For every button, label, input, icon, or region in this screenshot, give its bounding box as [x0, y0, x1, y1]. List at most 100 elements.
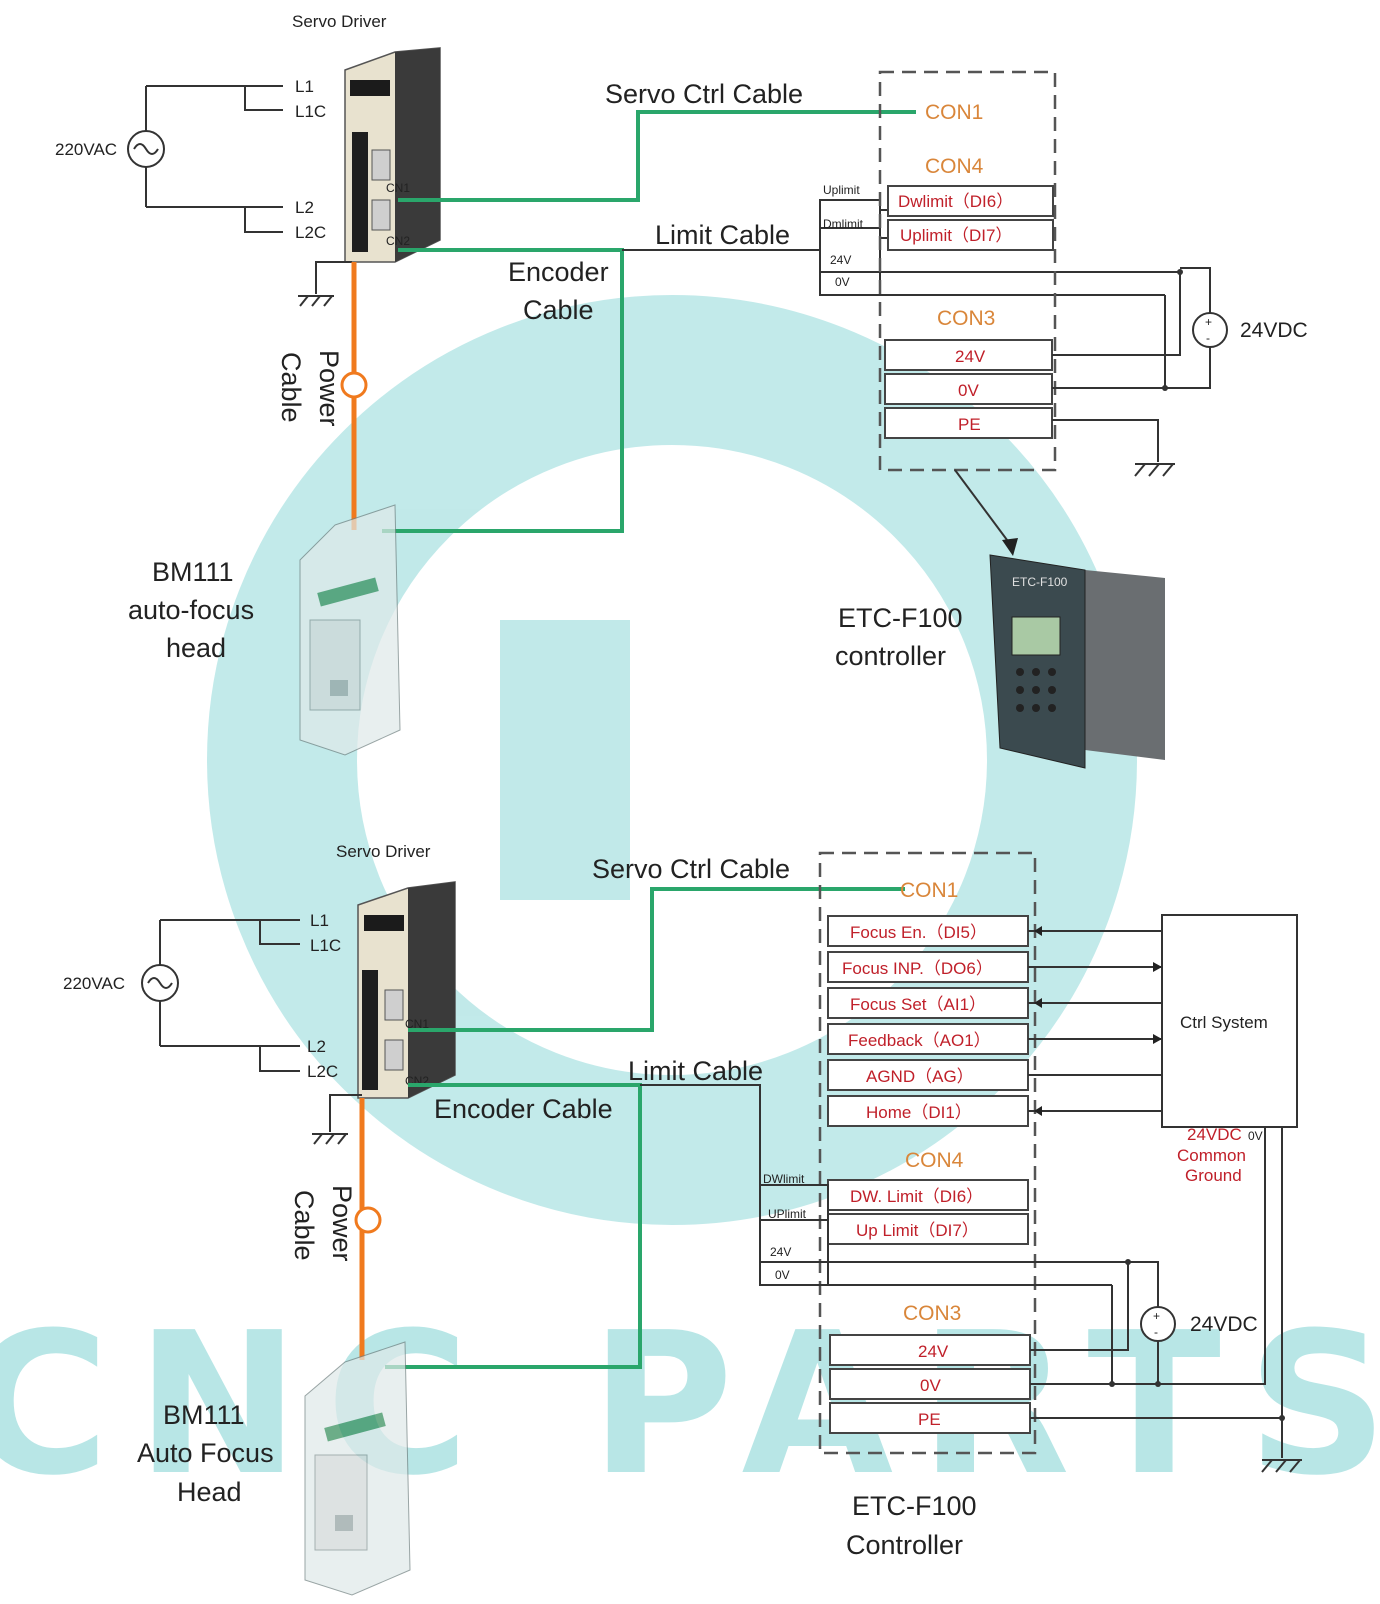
bottom-autofocus-head-icon — [304, 1341, 411, 1596]
bottom-con4-label: CON4 — [905, 1149, 964, 1172]
bottom-ctrl-system-label: Ctrl System — [1180, 1013, 1268, 1032]
top-controller-label-2: controller — [835, 641, 946, 671]
top-wire-dmlimit: Dmlimit — [823, 217, 864, 231]
top-servo-driver-icon: CN1 CN2 — [344, 47, 441, 263]
top-head-label-2: auto-focus — [128, 595, 254, 625]
top-terminal-l1c: L1C — [295, 102, 326, 121]
top-port-cn1: CN1 — [386, 181, 410, 195]
top-con3-terminal-0v: 0V — [958, 381, 979, 400]
bottom-limit-cable-label: Limit Cable — [628, 1056, 763, 1086]
bottom-terminal-l1c: L1C — [310, 936, 341, 955]
top-dc-supply: + - 24VDC — [1052, 267, 1308, 391]
top-wire-0v: 0V — [835, 275, 850, 289]
top-terminal-l2: L2 — [295, 198, 314, 217]
bottom-common-ground-0v: 0V — [1248, 1129, 1263, 1143]
bottom-con1-terminal-focus-en: Focus En.（DI5） — [850, 923, 987, 942]
bottom-con4-terminal-uplimit: Up Limit（DI7） — [856, 1221, 979, 1240]
top-terminal-l2c: L2C — [295, 223, 326, 242]
bottom-con4-terminal-dwlimit: DW. Limit（DI6） — [850, 1187, 983, 1206]
top-con4-terminal-uplimit: Uplimit（DI7） — [900, 226, 1012, 245]
top-autofocus-head-icon — [299, 504, 401, 756]
bottom-encoder-cable-label: Encoder Cable — [434, 1094, 613, 1124]
top-arrow-icon — [1002, 538, 1018, 556]
top-terminal-l1: L1 — [295, 77, 314, 96]
top-controller-terminal-box — [878, 70, 1057, 472]
top-con3-terminal-24v: 24V — [955, 347, 986, 366]
top-ac-source-label: 220VAC — [55, 140, 117, 159]
top-servo-ctrl-cable-line — [398, 110, 916, 202]
top-dc-source-label: 24VDC — [1240, 319, 1308, 342]
bottom-dc-source-icon — [1140, 1306, 1176, 1342]
top-controller-device-icon: ETC-F100 — [989, 554, 1165, 769]
bottom-power-cable-label-2: Cable — [289, 1190, 319, 1261]
bottom-wire-0v: 0V — [775, 1268, 790, 1282]
top-servo-title: Servo Driver — [292, 12, 387, 31]
bottom-head-label-3: Head — [177, 1477, 242, 1507]
top-con4-label: CON4 — [925, 155, 984, 178]
bottom-port-cn1: CN1 — [405, 1017, 429, 1031]
bottom-wire-24v: 24V — [770, 1245, 791, 1259]
bottom-head-label-2: Auto Focus — [137, 1438, 274, 1468]
top-port-cn2: CN2 — [386, 234, 410, 248]
bottom-con1-terminal-focus-inp: Focus INP.（DO6） — [842, 959, 993, 978]
top-power-cable-ferrite-icon — [340, 371, 368, 399]
bottom-con3-terminal-24v: 24V — [918, 1342, 949, 1361]
top-section: Servo Driver 220VAC L1 L1C L2 L2C — [55, 12, 1308, 769]
bottom-dc-source-label: 24VDC — [1190, 1313, 1258, 1336]
bottom-con1-terminal-agnd: AGND（AG） — [866, 1067, 974, 1086]
bottom-power-cable-label-1: Power — [327, 1185, 357, 1262]
svg-text:+: + — [1153, 1309, 1160, 1323]
bottom-servo-driver-icon: CN1 CN2 — [357, 881, 456, 1099]
bottom-controller-label-2: Controller — [846, 1530, 963, 1560]
top-power-cable-label-2: Cable — [276, 352, 306, 423]
top-limit-cable-label: Limit Cable — [655, 220, 790, 250]
top-con1-label: CON1 — [925, 101, 983, 124]
svg-text:+: + — [1205, 315, 1212, 329]
top-encoder-cable-line — [382, 248, 624, 533]
bottom-wire-dwlimit: DWlimit — [763, 1172, 805, 1186]
top-power-cable-label-1: Power — [314, 350, 344, 427]
bottom-section: Servo Driver 220VAC L1 L1C L2 L2C CN1 — [63, 842, 1302, 1596]
bottom-wire-uplimit: UPlimit — [768, 1207, 807, 1221]
bottom-power-cable-ferrite-icon — [354, 1206, 382, 1234]
top-encoder-cable-label-1: Encoder — [508, 257, 609, 287]
bottom-terminal-l1: L1 — [310, 911, 329, 930]
bottom-ac-supply: 220VAC L1 L1C L2 L2C — [63, 911, 341, 1081]
bottom-common-ground-label-1: 24VDC — [1187, 1125, 1242, 1144]
bottom-servo-ctrl-cable-line — [408, 887, 905, 1032]
top-wire-uplimit: Uplimit — [823, 183, 860, 197]
top-controller-label-1: ETC-F100 — [838, 603, 963, 633]
bottom-driver-ground-icon — [312, 1094, 362, 1145]
watermark-bar — [500, 620, 630, 900]
bottom-common-ground-label-2: Common — [1177, 1146, 1246, 1165]
top-con3-terminal-pe: PE — [958, 415, 981, 434]
svg-text:-: - — [1206, 331, 1210, 345]
top-con3-label: CON3 — [937, 307, 995, 330]
bottom-con1-terminals: Focus En.（DI5） Focus INP.（DO6） Focus Set… — [827, 915, 1029, 1127]
bottom-con1-terminal-home: Home（DI1） — [866, 1103, 972, 1122]
bottom-con3-terminal-0v: 0V — [920, 1376, 941, 1395]
bottom-ac-source-label: 220VAC — [63, 974, 125, 993]
bottom-encoder-cable-line — [385, 1083, 642, 1369]
bottom-servo-title: Servo Driver — [336, 842, 431, 861]
bottom-con3-terminal-pe: PE — [918, 1410, 941, 1429]
bottom-dc-supply: + - 24VDC — [1030, 1127, 1285, 1421]
bottom-limit-cable-line — [640, 1084, 761, 1185]
top-driver-ground-icon — [298, 261, 352, 307]
svg-text:-: - — [1154, 1325, 1158, 1339]
bottom-controller-terminal-box — [818, 851, 1037, 1455]
bottom-terminal-l2c: L2C — [307, 1062, 338, 1081]
bottom-con1-terminal-feedback: Feedback（AO1） — [848, 1031, 991, 1050]
top-servo-ctrl-cable-label: Servo Ctrl Cable — [605, 79, 803, 109]
bottom-servo-ctrl-cable-label: Servo Ctrl Cable — [592, 854, 790, 884]
bottom-common-ground-label-3: Ground — [1185, 1166, 1242, 1185]
top-encoder-cable-label-2: Cable — [523, 295, 594, 325]
top-pe-ground-icon — [1052, 419, 1175, 477]
bottom-con1-label: CON1 — [900, 879, 958, 902]
top-ac-supply: 220VAC L1 L1C L2 L2C — [55, 77, 326, 242]
bottom-con3-label: CON3 — [903, 1302, 961, 1325]
bottom-controller-label-1: ETC-F100 — [852, 1491, 977, 1521]
bottom-con1-terminal-focus-set: Focus Set（AI1） — [850, 995, 986, 1014]
top-head-label-3: head — [166, 633, 226, 663]
